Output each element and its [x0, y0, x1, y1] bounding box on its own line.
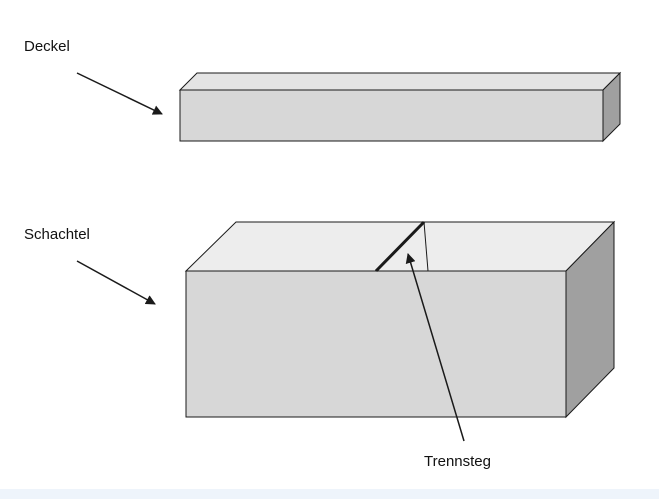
divider-inner-edge — [423, 221, 429, 272]
box-shape — [184, 220, 616, 419]
lid-pointer-arrow — [76, 72, 163, 115]
lid-label: Deckel — [24, 38, 70, 55]
divider-pointer-arrow — [405, 253, 465, 442]
divider-wall — [374, 220, 426, 273]
box-front-face — [185, 270, 567, 418]
lid-top-face — [178, 72, 622, 91]
bottom-strip — [0, 489, 659, 499]
divider-label: Trennsteg — [424, 453, 491, 470]
lid-shape — [178, 71, 622, 143]
box-label: Schachtel — [24, 226, 90, 243]
box-diagram — [76, 71, 622, 442]
box-pointer-arrow — [76, 260, 156, 305]
lid-front-face — [179, 89, 604, 142]
